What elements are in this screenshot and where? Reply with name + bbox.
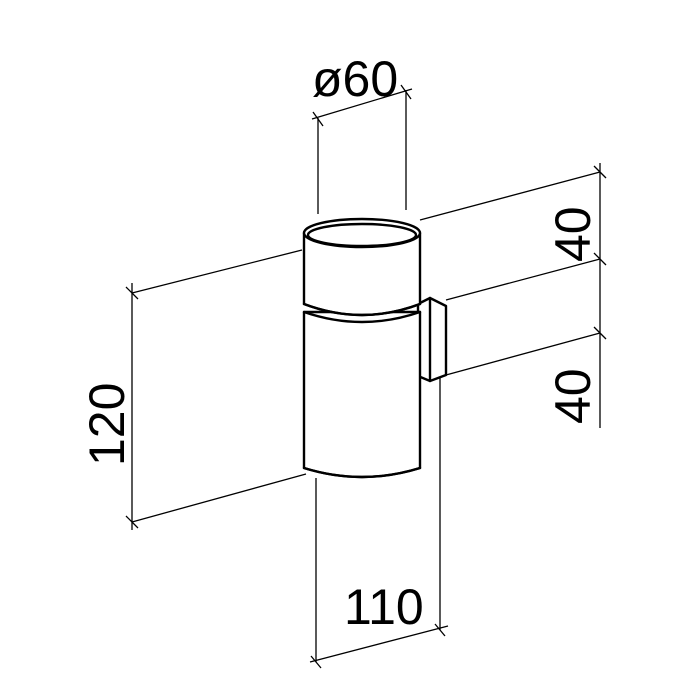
bottom-tick-left	[310, 655, 322, 669]
cylinder	[302, 217, 422, 479]
right-tick-middle	[593, 252, 607, 266]
bottom-dimension-line	[309, 625, 449, 663]
bottom-extension-right	[445, 332, 601, 376]
extension-lines	[131, 90, 601, 662]
left-tick-top	[125, 286, 139, 300]
right-tick-top	[593, 165, 607, 179]
diameter-tick-left	[312, 111, 324, 127]
dimension-lines	[125, 84, 607, 669]
wall-mount	[416, 296, 448, 383]
middle-extension-right	[445, 258, 601, 301]
projection-label: 110	[344, 579, 424, 635]
left-bottom-extension	[131, 473, 307, 523]
left-tick-bottom	[125, 515, 139, 529]
diameter-dimension-line	[311, 88, 413, 120]
upper-height-label: 40	[545, 206, 601, 262]
total-height-label: 120	[79, 383, 135, 466]
left-top-extension	[131, 249, 303, 294]
top-extension-right	[419, 171, 601, 221]
cylinder-seam-lower	[302, 310, 422, 324]
cylinder-lower-body	[302, 310, 422, 479]
diameter-label: ø60	[312, 51, 398, 107]
bottom-tick-right	[434, 623, 446, 637]
cylinder-inner-rim	[306, 222, 418, 248]
diameter-tick-right	[400, 84, 412, 100]
cylinder-seam-upper	[302, 302, 422, 317]
dimension-labels: ø60 40 40 120 110	[79, 51, 601, 635]
cylinder-bottom-edge	[302, 466, 422, 479]
mount-block	[416, 296, 448, 383]
right-tick-bottom	[593, 326, 607, 340]
lower-height-label: 40	[545, 368, 601, 424]
